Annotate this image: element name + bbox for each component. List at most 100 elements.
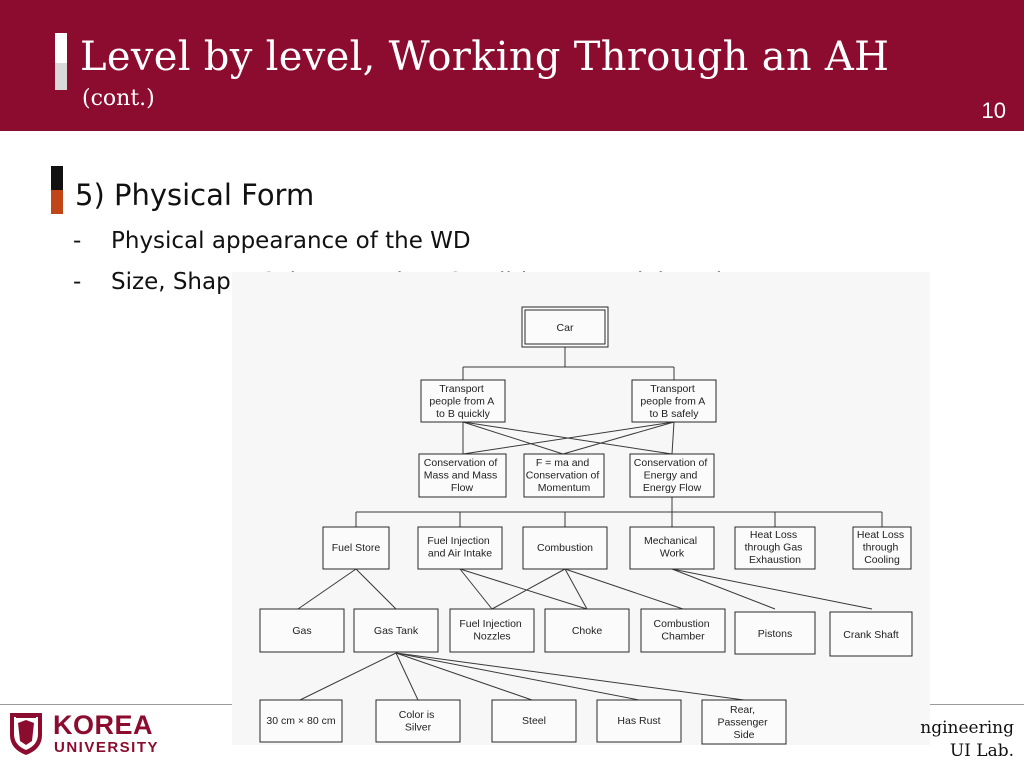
dash-marker: - — [73, 269, 82, 295]
node-label: Choke — [572, 625, 603, 637]
node-label: Side — [733, 729, 754, 741]
node-gas: Gas — [259, 608, 345, 653]
page-number: 10 — [981, 98, 1006, 123]
node-label: Car — [557, 322, 574, 334]
svg-text:Fuel Injection Nozzles: Fuel Injection Nozzles — [459, 618, 524, 643]
node-fuel-store: Fuel Store — [322, 526, 390, 570]
node-label: Steel — [522, 715, 546, 727]
connector-lines — [297, 347, 883, 701]
node-gas-tank: Gas Tank — [353, 608, 439, 653]
footer-divider — [930, 704, 1024, 705]
node-label: Exhaustion — [749, 554, 801, 566]
node-combustion-chamber: Combustion Chamber — [640, 608, 726, 653]
node-pistons: Pistons — [734, 611, 816, 655]
node-label: Transport — [650, 383, 695, 395]
node-label: Flow — [451, 482, 474, 494]
node-fuel-injection-air: Fuel Injection and Air Intake — [417, 526, 503, 570]
node-heat-loss-gas: Heat Loss through Gas Exhaustion — [734, 526, 816, 570]
node-label: Passenger — [717, 717, 768, 729]
node-color: Color is Silver — [375, 699, 461, 743]
footer-divider — [0, 704, 232, 705]
node-car: Car — [521, 306, 609, 348]
node-label: Conservation of — [634, 457, 708, 469]
node-steel: Steel — [491, 699, 577, 743]
node-combustion: Combustion — [522, 526, 608, 570]
node-label: Energy Flow — [643, 482, 702, 494]
svg-text:Heat Loss through: Heat Loss through Cooling — [857, 529, 907, 566]
node-label: people from A — [640, 396, 705, 408]
node-label: through Gas — [745, 542, 803, 554]
node-label: Silver — [405, 722, 432, 734]
list-item: -Physical appearance of the WD — [73, 228, 471, 254]
dash-marker: - — [73, 228, 82, 254]
node-label: Mass and Mass — [424, 470, 498, 482]
node-label: people from A — [429, 396, 494, 408]
node-label: Momentum — [538, 482, 591, 494]
node-heat-loss-cooling: Heat Loss through Cooling — [852, 526, 912, 570]
footer-lab-name: ngineering — [920, 718, 1014, 738]
node-conservation-mass: Conservation of Mass and Mass Flow — [418, 453, 507, 498]
node-label: Has Rust — [617, 715, 660, 727]
node-conservation-energy: Conservation of Energy and Energy Flow — [629, 453, 715, 498]
svg-text:Transport people from: Transport people from A to B quickly — [429, 383, 496, 420]
node-label: Color is — [399, 709, 435, 721]
section-heading: 5) Physical Form — [75, 178, 315, 212]
slide-title: Level by level, Working Through an AH — [80, 34, 890, 80]
svg-text:Conservation of Energy: Conservation of Energy and Energy Flow — [634, 457, 710, 494]
node-choke: Choke — [544, 608, 630, 653]
svg-text:Conservation of Mass a: Conservation of Mass and Mass Flow — [424, 457, 500, 494]
node-transport-safely: Transport people from A to B safely — [631, 379, 717, 423]
node-label: Heat Loss — [750, 529, 797, 541]
svg-text:Combustion Chamber: Combustion Chamber — [654, 618, 713, 643]
node-label: Cooling — [864, 554, 900, 566]
logo-wordmark: KOREA — [53, 710, 154, 740]
node-fma-momentum: F = ma and Conservation of Momentum — [523, 453, 605, 498]
node-transport-quickly: Transport people from A to B quickly — [420, 379, 506, 423]
node-label: Gas — [292, 625, 311, 637]
node-label: Combustion — [537, 542, 593, 554]
node-label: Conservation of — [424, 457, 498, 469]
svg-text:Heat Loss through Gas: Heat Loss through Gas Exhaustion — [745, 529, 806, 566]
node-label: Rear, — [730, 704, 755, 716]
node-label: and Air Intake — [428, 548, 492, 560]
node-label: Chamber — [661, 631, 705, 643]
node-label: Energy and — [644, 470, 698, 482]
node-fuel-injection-nozzles: Fuel Injection Nozzles — [449, 608, 535, 653]
node-label: Combustion — [654, 618, 710, 630]
svg-text:Color is Silver: Color is Silver — [399, 709, 438, 734]
node-label: to B quickly — [436, 408, 490, 420]
node-label: through — [863, 542, 899, 554]
node-label: Fuel Injection — [427, 535, 490, 547]
footer-lab-name: UI Lab. — [949, 741, 1014, 761]
node-label: Fuel Injection — [459, 618, 522, 630]
node-label: Pistons — [758, 628, 792, 640]
node-label: Nozzles — [473, 631, 510, 643]
node-label: Fuel Store — [332, 542, 381, 554]
title-bar: Level by level, Working Through an AH (c… — [0, 0, 1024, 131]
title-accent-bar — [55, 33, 67, 90]
node-label: Gas Tank — [374, 625, 419, 637]
node-label: Crank Shaft — [843, 629, 899, 641]
node-has-rust: Has Rust — [596, 699, 682, 743]
node-size: 30 cm × 80 cm — [259, 699, 343, 743]
node-label: Mechanical — [644, 535, 697, 547]
bullet-marker — [51, 166, 63, 214]
svg-text:F = ma and Conservatio: F = ma and Conservation of Momentum — [526, 457, 602, 494]
node-label: to B safely — [649, 408, 699, 420]
node-rear-passenger-side: Rear, Passenger Side — [701, 699, 787, 745]
node-label: Conservation of — [526, 470, 600, 482]
svg-text:Fuel Injection and Air: Fuel Injection and Air Intake — [427, 535, 492, 560]
korea-university-logo-icon — [10, 713, 42, 755]
diagram-svg: Car Transport people from A to B quickly… — [259, 306, 913, 745]
logo-wordmark-sub: UNIVERSITY — [54, 739, 160, 756]
node-mechanical-work: Mechanical Work — [629, 526, 715, 570]
node-label: F = ma and — [536, 457, 590, 469]
svg-text:Rear, Passenger: Rear, Passenger Side — [717, 704, 770, 741]
node-label: Work — [660, 548, 685, 560]
slide-subtitle: (cont.) — [82, 86, 155, 111]
node-label: Heat Loss — [857, 529, 904, 541]
node-label: Transport — [439, 383, 484, 395]
svg-text:Mechanical Work: Mechanical Work — [644, 535, 700, 560]
svg-text:Transport people from: Transport people from A to B safely — [640, 383, 707, 420]
node-crank-shaft: Crank Shaft — [829, 611, 913, 657]
